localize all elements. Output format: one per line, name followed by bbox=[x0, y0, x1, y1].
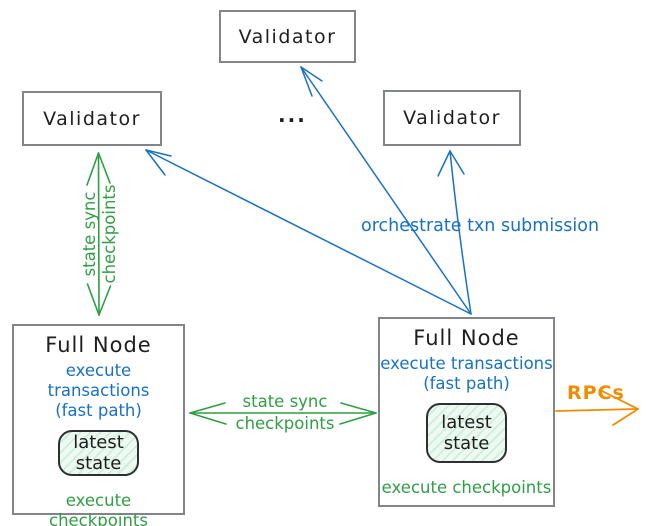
validator-right-label: Validator bbox=[403, 107, 501, 129]
more-validators-ellipsis: ... bbox=[278, 103, 307, 127]
state-sync-horizontal-arrow bbox=[189, 402, 377, 425]
state-sync-vertical-label: state sync checkpoints bbox=[80, 153, 120, 315]
latest-state-line2: state bbox=[443, 433, 490, 454]
full-node-right-latest-state: latest state bbox=[426, 403, 507, 463]
full-node-right-exec-label: execute transactions bbox=[380, 354, 553, 373]
txn-submission-arrow-to-right-validator bbox=[437, 150, 472, 315]
full-node-right-title: Full Node bbox=[413, 326, 520, 350]
state-sync-horizontal-line2: checkpoints bbox=[235, 414, 335, 433]
full-node-left-exec-label: execute transactions bbox=[47, 361, 150, 400]
full-node-left-checkpoints-label: execute checkpoints bbox=[49, 491, 148, 526]
full-node-left-title: Full Node bbox=[45, 333, 152, 357]
validator-left-node: Validator bbox=[22, 91, 162, 146]
latest-state-line1: latest bbox=[73, 432, 124, 453]
latest-state-line2: state bbox=[75, 453, 122, 474]
full-node-right: Full Node execute transactions (fast pat… bbox=[378, 317, 555, 507]
orchestrate-txn-label: orchestrate txn submission bbox=[361, 216, 600, 236]
state-sync-horizontal-line1: state sync bbox=[242, 392, 328, 411]
full-node-right-checkpoints-label: execute checkpoints bbox=[381, 478, 552, 497]
validator-left-label: Validator bbox=[43, 107, 141, 130]
rpcs-label: RPCs bbox=[567, 382, 625, 404]
full-node-left-fastpath-label: (fast path) bbox=[55, 401, 142, 420]
txn-submission-arrow-to-top-validator bbox=[300, 66, 472, 315]
rpcs-arrow bbox=[555, 390, 639, 426]
full-node-left-latest-state: latest state bbox=[58, 430, 139, 476]
validator-top-node: Validator bbox=[219, 10, 356, 63]
state-sync-vertical-arrow bbox=[86, 152, 112, 316]
latest-state-line1: latest bbox=[441, 412, 492, 433]
state-sync-vertical-line1: state sync bbox=[80, 191, 99, 277]
txn-submission-arrow-to-left-validator bbox=[145, 149, 472, 315]
state-sync-vertical-line2: checkpoints bbox=[100, 184, 119, 284]
full-node-left: Full Node execute transactions (fast pat… bbox=[12, 324, 185, 526]
full-node-right-fastpath-label: (fast path) bbox=[423, 374, 510, 393]
validator-top-label: Validator bbox=[238, 25, 337, 48]
validator-right-node: Validator bbox=[383, 90, 521, 146]
